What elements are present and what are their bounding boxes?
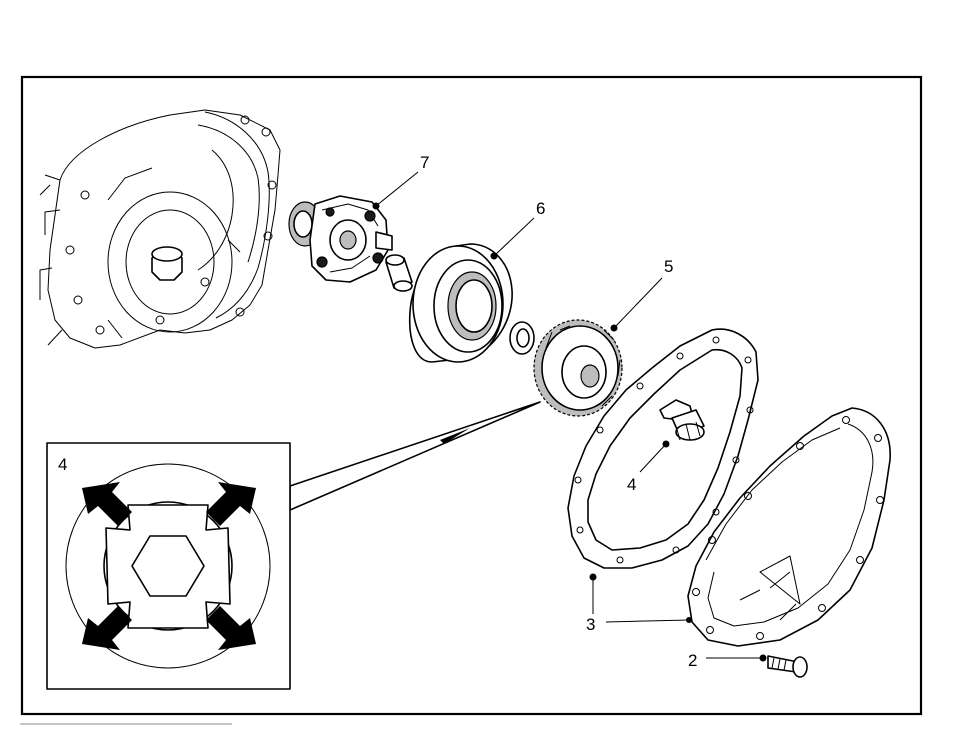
crank-nut xyxy=(151,246,183,281)
callout-3: 3 xyxy=(586,615,595,634)
washer xyxy=(509,321,535,355)
arrow-bottom-right-icon xyxy=(206,606,256,650)
arrow-top-right-icon xyxy=(206,482,256,526)
callout-4: 4 xyxy=(627,475,636,494)
callout-6: 6 xyxy=(536,199,545,218)
seal-ring-part-6 xyxy=(408,243,513,363)
arrow-top-left-icon xyxy=(82,482,132,526)
callout-5: 5 xyxy=(664,257,673,276)
gear-bolt-part-4 xyxy=(659,399,705,448)
timing-cover xyxy=(686,407,891,647)
gasket-part-3 xyxy=(567,328,759,581)
detail-inset xyxy=(46,401,541,690)
oil-pump-part-7 xyxy=(288,195,393,283)
inset-pointer-wedge xyxy=(440,428,470,444)
arrow-bottom-left-icon xyxy=(82,606,132,650)
inset-label-4: 4 xyxy=(58,455,67,474)
callout-7: 7 xyxy=(420,153,429,172)
spacer-bush xyxy=(385,254,413,292)
drive-gear-part-5 xyxy=(533,319,623,417)
cover-bolt-part-2 xyxy=(759,654,808,678)
engine-housing xyxy=(39,109,281,349)
callout-2: 2 xyxy=(688,651,697,670)
leader-lines xyxy=(375,171,763,659)
